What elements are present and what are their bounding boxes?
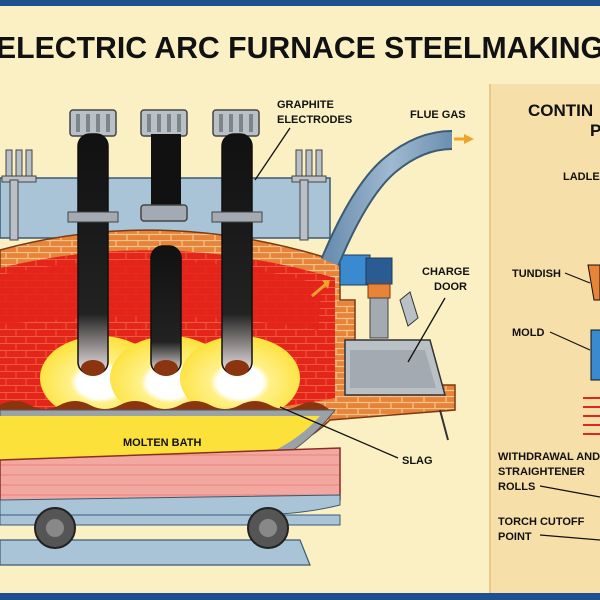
charge-door-label-line1: CHARGE (422, 266, 470, 278)
panel-heading-line2: P (590, 121, 600, 140)
tundish-label: TUNDISH (512, 268, 561, 280)
electric-arc-furnace (0, 109, 474, 566)
tilt-wheels (34, 507, 289, 549)
mold-shape (590, 329, 600, 381)
mold-label: MOLD (512, 327, 544, 339)
graphite-electrode-3 (211, 109, 263, 376)
withdrawal-label-line2: STRAIGHTENER (498, 466, 585, 478)
arc-glow-3 (180, 336, 300, 420)
furnace-base (0, 539, 311, 566)
slag-leader (279, 406, 399, 459)
withdrawal-label-line3: ROLLS (498, 481, 535, 493)
withdrawal-label-line1: WITHDRAWAL AND (498, 451, 600, 463)
bottom-frame-bar (0, 593, 600, 600)
graphite-electrode-1 (67, 109, 119, 376)
flame-arrow-icon (311, 280, 330, 298)
flue-gas-label: FLUE GAS (410, 109, 466, 121)
molten-bath-label: MOLTEN BATH (123, 437, 201, 449)
panel-heading-line1: CONTIN (528, 101, 593, 120)
torch-label-line2: POINT (498, 531, 532, 543)
tundish-shape (587, 264, 600, 301)
slag-label: SLAG (402, 455, 433, 467)
flue-gas-arrow-icon (454, 134, 474, 144)
charge-door-label-line2: DOOR (434, 281, 467, 293)
molten-bath (0, 416, 320, 462)
cooling-arrow-icon (583, 397, 600, 435)
top-frame-bar (0, 0, 600, 6)
ladle-label: LADLE (563, 171, 600, 183)
torch-label-line1: TORCH CUTOFF (498, 516, 585, 528)
diagram-title: ELECTRIC ARC FURNACE STEELMAKING (0, 30, 600, 65)
charge-door (339, 254, 449, 441)
electrodes-leader (254, 127, 291, 181)
flue-gas-duct (322, 132, 453, 266)
graphite-electrodes-label-line2: ELECTRODES (277, 114, 352, 126)
charge-door-leader (407, 297, 446, 363)
graphite-electrodes-label-line1: GRAPHITE (277, 99, 334, 111)
continuous-casting-panel: CONTIN P LADLE TUNDISH MOLD WITHDRAWAL A… (489, 84, 600, 600)
graphite-electrode-2 (140, 109, 188, 376)
